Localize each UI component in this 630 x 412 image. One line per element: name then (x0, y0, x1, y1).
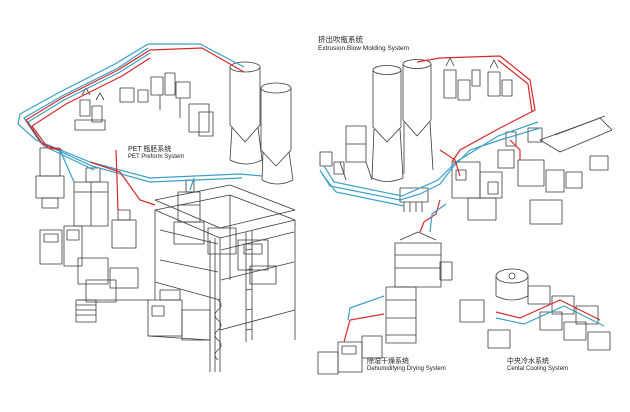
pet-system-label-en: PET Preform System (128, 154, 185, 161)
extrusion-system-label-zh: 挤出吹瓶系统 (318, 35, 363, 44)
loader-cluster-mid (74, 87, 106, 131)
extrusion-piping (319, 55, 541, 207)
drying-cooling-piping (343, 199, 605, 343)
cooling-system-label-en: Cental Cooling System (507, 366, 569, 373)
loader-cluster-top (119, 72, 214, 137)
drying-system-label-en: Dehumidifying Drying System (367, 366, 446, 373)
storage-silo-right-1 (371, 65, 404, 182)
spiral-conveyor (214, 299, 222, 361)
extrusion-system-label: 挤出吹瓶系统 Extrusion Blow Molding System (318, 35, 410, 52)
platform-dryer-hopper (173, 179, 277, 285)
drying-system-label: 除湿干燥系统 Dehumidifying Drying System (367, 358, 446, 373)
preform-dryer-hopper (35, 147, 65, 209)
drying-tower (385, 231, 453, 344)
chiller-unit-left (147, 289, 211, 341)
pet-piping (17, 43, 263, 211)
cooling-system-label: 中央冷水系统 Cental Cooling System (507, 358, 568, 373)
storage-silo-left-1 (229, 61, 263, 165)
loader-cluster-right (443, 57, 513, 101)
drying-system-label-zh: 除湿干燥系统 (367, 358, 409, 365)
storage-silo-right-2 (402, 59, 434, 174)
vacuum-tank-left (75, 299, 97, 323)
mixing-frame (319, 125, 373, 181)
steel-platform (154, 184, 296, 372)
cooling-tower (495, 268, 529, 301)
chiller-modules-right (459, 285, 611, 351)
preform-dryer-module (73, 167, 137, 249)
injection-machine (77, 257, 150, 303)
storage-silo-left-2 (260, 82, 294, 185)
extrusion-system-label-en: Extrusion Blow Molding System (318, 44, 410, 52)
pet-system-label: PET 瓶胚系统 PET Preform System (128, 146, 184, 161)
control-cabinet-left (39, 225, 83, 267)
cooling-system-label-zh: 中央冷水系统 (507, 358, 549, 365)
dryer-control-units (317, 335, 383, 375)
extrusion-line (451, 115, 613, 225)
pet-system-label-zh: PET 瓶胚系统 (128, 146, 172, 153)
